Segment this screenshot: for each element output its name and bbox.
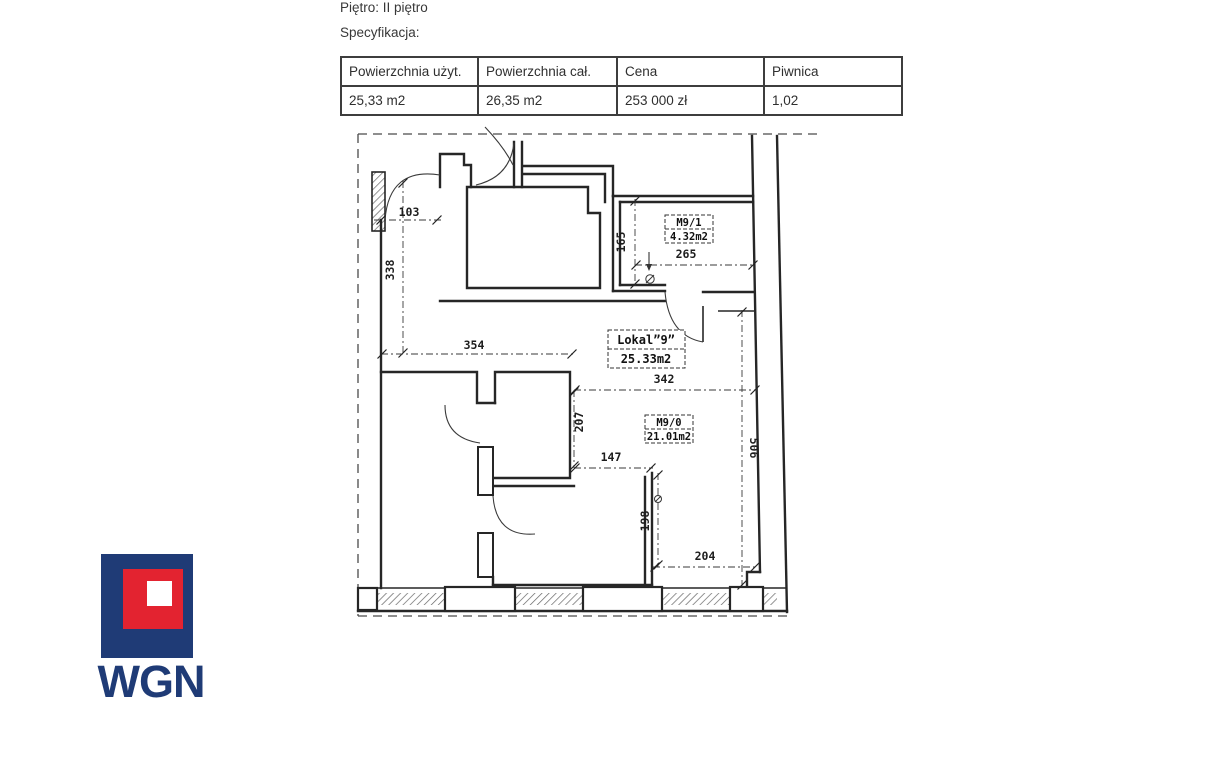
door-arc (444, 404, 481, 444)
dim-204: 204 (695, 549, 716, 563)
window (728, 585, 765, 613)
room-area: 21.01m2 (647, 431, 691, 443)
spec-table-header-row: Powierzchnia użyt. Powierzchnia cał. Cen… (340, 56, 903, 87)
dim-147: 147 (601, 450, 622, 464)
door-arc (492, 495, 536, 535)
header-cell-cena: Cena (616, 56, 765, 87)
value-cell-piwnica: 1,02 (763, 85, 903, 116)
wall-pier (477, 446, 494, 496)
door-arc (664, 291, 704, 343)
window (581, 585, 664, 613)
entry-marker (645, 252, 655, 284)
dim-103: 103 (399, 205, 420, 219)
specification-label: Specyfikacja: (340, 25, 420, 40)
window (443, 585, 517, 613)
plan-dashed-border (357, 133, 818, 617)
wgn-logo-white-square (147, 581, 172, 606)
room-label-m9-1: M9/1 4.32m2 (664, 214, 714, 244)
header-cell-piwnica: Piwnica (763, 56, 903, 87)
dimension-lines (374, 177, 761, 591)
wgn-logo-text: WGN (97, 656, 206, 707)
plan-walls (371, 134, 789, 614)
spec-table: Powierzchnia użyt. Powierzchnia cał. Cen… (340, 56, 903, 116)
floorplan-image: 103 338 354 165 265 342 207 147 198 204 … (352, 125, 822, 625)
wall-pier (477, 532, 494, 578)
wgn-logo-red-square (123, 569, 183, 629)
floor-line: Piętro: II piętro (340, 0, 428, 15)
value-cell-powierzchnia-uzyt: 25,33 m2 (340, 85, 479, 116)
door-arcs (384, 126, 704, 535)
dimension-labels: 103 338 354 165 265 342 207 147 198 204 … (383, 205, 761, 563)
window (356, 586, 379, 612)
dim-338: 338 (383, 260, 397, 281)
dim-165: 165 (614, 232, 628, 253)
dim-207: 207 (572, 412, 586, 433)
level-marker (654, 495, 662, 503)
header-cell-powierzchnia-uzyt: Powierzchnia użyt. (340, 56, 479, 87)
value-cell-powierzchnia-cal: 26,35 m2 (477, 85, 618, 116)
bottom-wall-band (356, 585, 789, 613)
dim-354: 354 (464, 338, 485, 352)
door-arc (475, 142, 515, 186)
room-label-m9-0: M9/0 21.01m2 (644, 414, 694, 444)
dim-506: 506 (747, 438, 761, 459)
value-cell-cena: 253 000 zł (616, 85, 765, 116)
header-cell-powierzchnia-cal: Powierzchnia cał. (477, 56, 618, 87)
room-name: M9/0 (656, 417, 681, 429)
room-name: Lokal”9” (617, 333, 675, 347)
room-area: 4.32m2 (670, 231, 708, 243)
wgn-logo-mark (101, 554, 193, 658)
room-name: M9/1 (676, 217, 701, 229)
dim-342: 342 (654, 372, 675, 386)
room-label-lokal-9: Lokal”9” 25.33m2 (607, 329, 686, 369)
dim-198: 198 (638, 511, 652, 532)
hatched-wall-strip (371, 171, 386, 232)
door-arc (484, 126, 514, 166)
door-arc (384, 173, 441, 221)
spec-table-value-row: 25,33 m2 26,35 m2 253 000 zł 1,02 (340, 85, 903, 116)
dim-265: 265 (676, 247, 697, 261)
room-area: 25.33m2 (621, 352, 672, 366)
